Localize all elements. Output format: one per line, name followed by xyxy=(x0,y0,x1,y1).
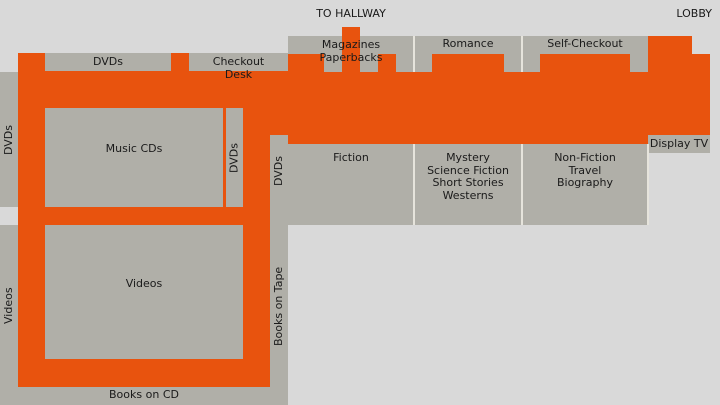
dvds-left-shelf[interactable] xyxy=(0,72,18,207)
videos-shelf[interactable]: Videos xyxy=(125,277,163,290)
lobby-label: LOBBY xyxy=(676,7,712,20)
path xyxy=(171,53,189,73)
mystery-shelf[interactable]: Mystery Science Fiction Short Stories We… xyxy=(427,151,509,202)
path xyxy=(270,81,288,135)
dvds-mid-shelf[interactable]: DVDs xyxy=(227,142,241,173)
videos-left-label: Videos xyxy=(1,287,15,325)
hallway-path xyxy=(342,27,360,72)
divider xyxy=(647,144,649,225)
self-checkout[interactable]: Self-Checkout xyxy=(547,37,623,50)
music-cds-shelf[interactable]: Music CDs xyxy=(105,142,163,155)
to-hallway-label: TO HALLWAY xyxy=(316,7,386,20)
lobby-path xyxy=(648,54,710,135)
divider xyxy=(521,144,523,225)
videos-left-shelf[interactable] xyxy=(0,225,18,405)
path xyxy=(18,71,288,108)
path xyxy=(18,207,270,225)
divider xyxy=(413,36,415,72)
display-tv-label: Display TV xyxy=(649,137,709,150)
main-aisle xyxy=(288,72,648,144)
path xyxy=(243,81,270,387)
nonfiction-shelf[interactable]: Non-Fiction Travel Biography xyxy=(554,151,616,189)
dvds-top-shelf[interactable]: DVDs xyxy=(92,55,123,68)
lobby-path xyxy=(648,36,692,56)
path xyxy=(18,359,270,387)
divider xyxy=(521,36,523,72)
path xyxy=(378,54,396,72)
books-on-tape-shelf[interactable]: Books on Tape xyxy=(271,266,285,346)
path xyxy=(223,108,226,207)
dvds-right-shelf[interactable]: DVDs xyxy=(271,156,285,187)
path xyxy=(432,54,504,72)
dvds-left-label: DVDs xyxy=(1,124,15,155)
checkout-desk[interactable]: Checkout Desk xyxy=(212,55,265,81)
books-on-cd-shelf[interactable]: Books on CD xyxy=(109,388,179,401)
divider xyxy=(413,144,415,225)
path xyxy=(540,54,630,72)
path xyxy=(288,54,324,72)
romance-shelf[interactable]: Romance xyxy=(442,37,494,50)
display-tv[interactable] xyxy=(648,135,710,153)
magazines-shelf[interactable]: Magazines Paperbacks xyxy=(319,38,383,64)
fiction-shelf[interactable]: Fiction xyxy=(333,151,369,164)
